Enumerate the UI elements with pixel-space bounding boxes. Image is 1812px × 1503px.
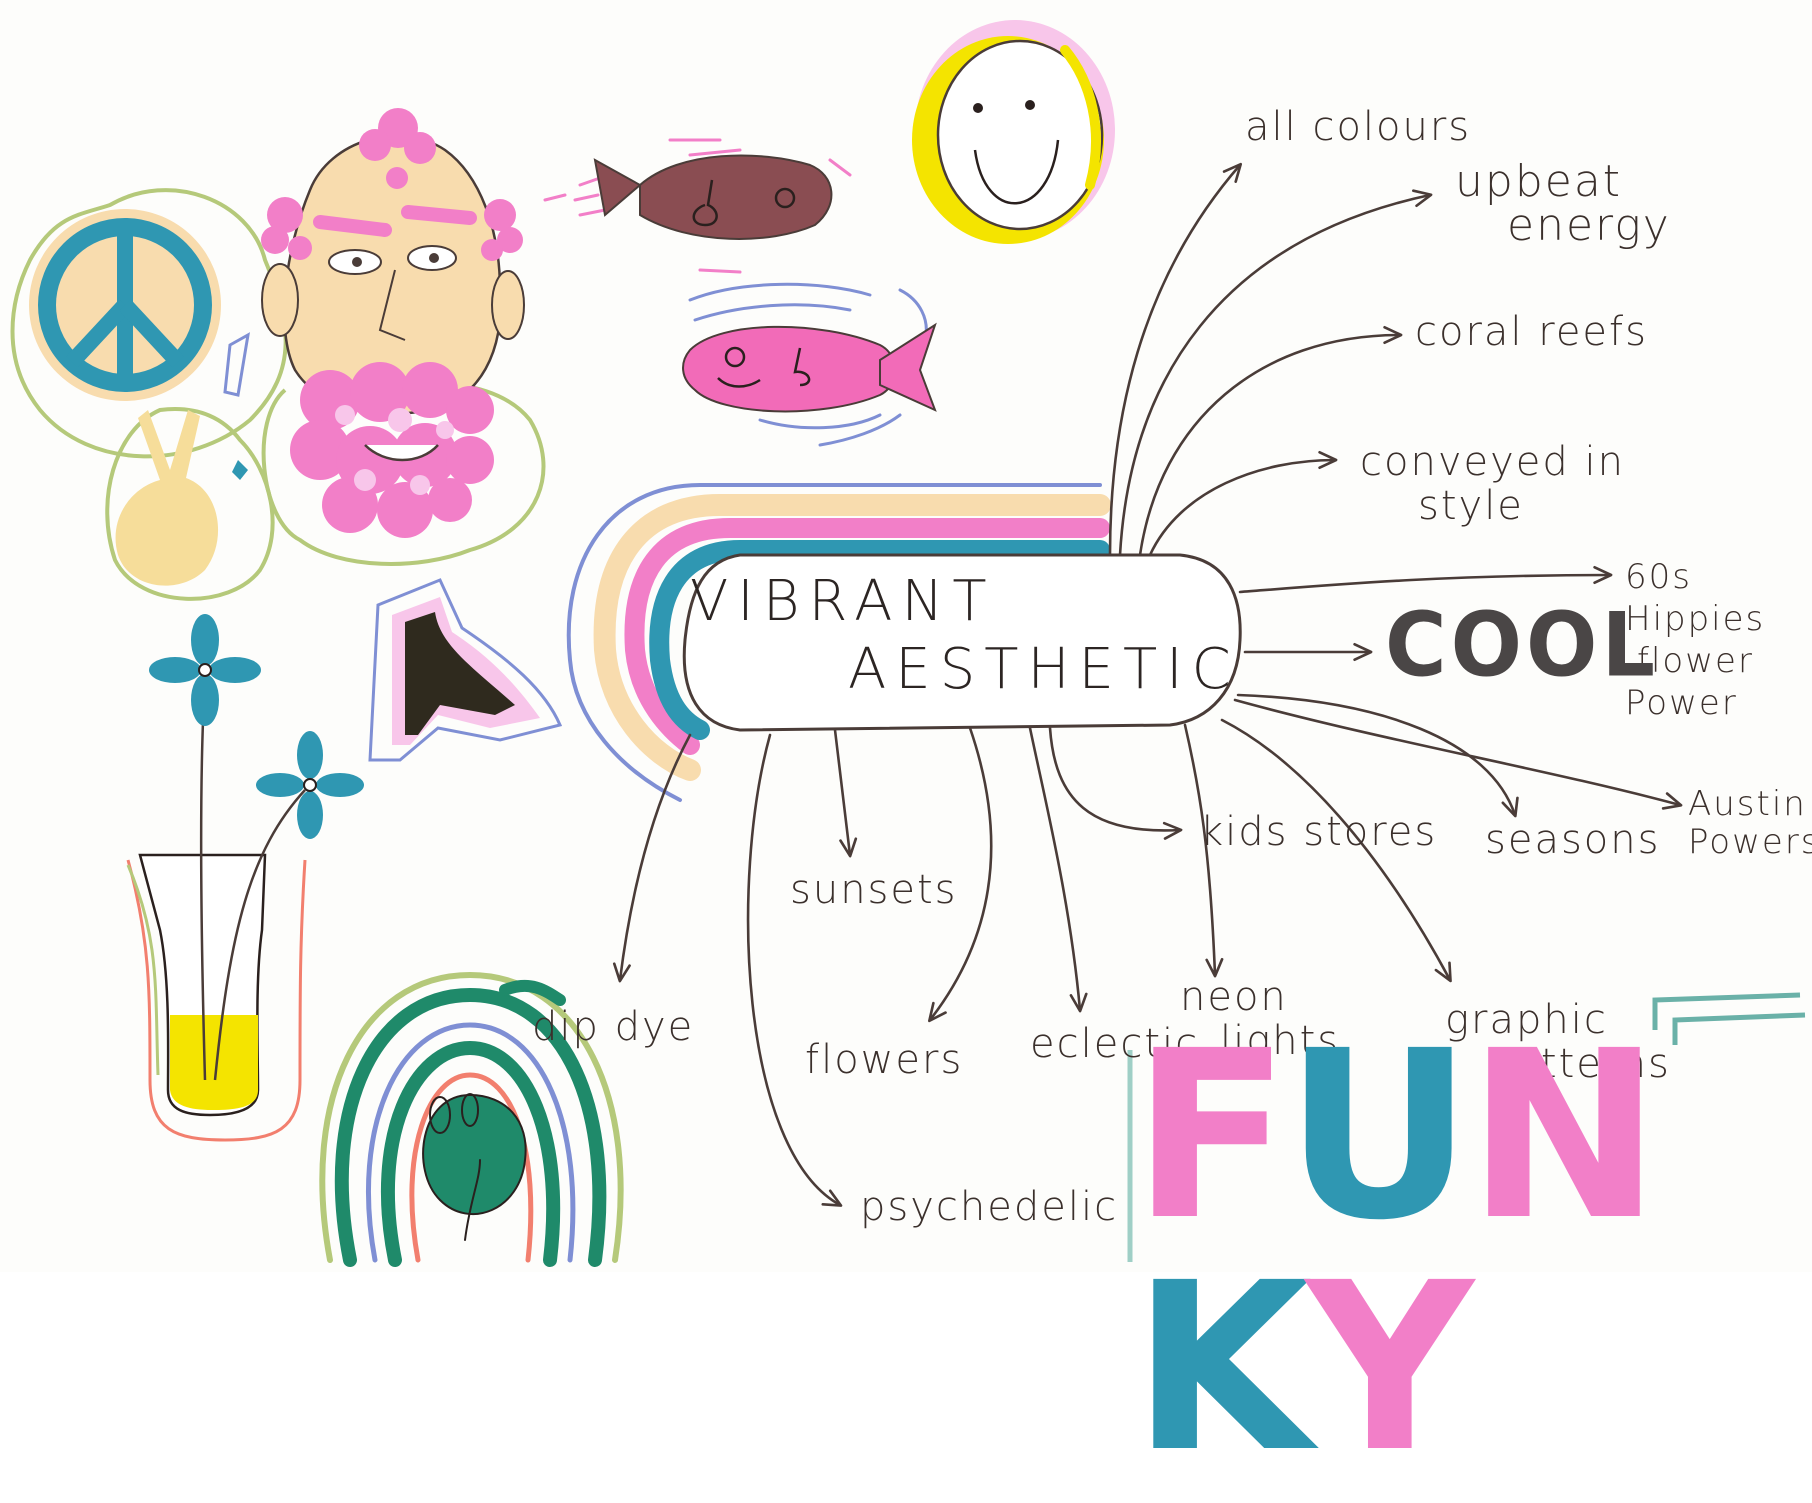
branch-neon-line-1: neon bbox=[1180, 974, 1288, 1020]
branch-eclectic: eclectic bbox=[1030, 1021, 1200, 1067]
flower-vase-icon bbox=[126, 614, 364, 1142]
connector-arrows bbox=[612, 162, 1683, 1207]
branch-upbeat-energy: upbeat energy bbox=[1455, 160, 1671, 248]
branch-upbeat-line-1: upbeat bbox=[1455, 156, 1623, 207]
branch-cool: COOL bbox=[1385, 593, 1659, 697]
funky-letter-y: Y bbox=[1305, 1233, 1474, 1503]
funky-backdrop-lines bbox=[1127, 992, 1806, 1262]
branch-austin-line-2: Powers bbox=[1688, 822, 1812, 862]
branch-psychedelic: psychedelic bbox=[860, 1184, 1119, 1230]
branch-60s-line-3: flower bbox=[1637, 641, 1754, 681]
branch-austin-line-1: Austin bbox=[1688, 784, 1807, 824]
branch-dip-dye: dip dye bbox=[532, 1004, 695, 1050]
brown-fish-icon bbox=[543, 138, 852, 274]
funky-letter-f: F bbox=[1132, 1001, 1291, 1271]
center-line-2: AESTHETIC bbox=[848, 637, 1240, 702]
smiley-face-icon bbox=[912, 20, 1115, 244]
branch-60s-line-4: Power bbox=[1625, 683, 1738, 723]
branch-60s-line-1: 60s bbox=[1625, 557, 1692, 597]
branch-seasons: seasons bbox=[1485, 817, 1661, 863]
branch-upbeat-line-2: energy bbox=[1507, 200, 1671, 251]
mind-map-canvas: VIBRANT AESTHETIC all colours upbeat ene… bbox=[10, 20, 1812, 1484]
peace-hand-icon bbox=[105, 332, 275, 601]
branch-conveyed-line-1: conveyed in bbox=[1360, 439, 1625, 485]
pink-fish-icon bbox=[682, 282, 937, 447]
branch-kids-stores: kids stores bbox=[1200, 809, 1438, 855]
branch-neon-lights: neon lights bbox=[1180, 975, 1340, 1063]
branch-graphic-line-1: graphic bbox=[1445, 997, 1608, 1043]
branch-sunsets: sunsets bbox=[790, 867, 958, 913]
psychedelic-arches-icon bbox=[319, 971, 624, 1267]
center-node-title: VIBRANT AESTHETIC bbox=[690, 568, 1240, 704]
branch-conveyed-in-style: conveyed in style bbox=[1360, 440, 1625, 528]
funky-letter-n: N bbox=[1466, 1001, 1661, 1271]
funky-word-art: FUNKY bbox=[1132, 1020, 1812, 1484]
branch-graphic-line-2: patterns bbox=[1487, 1041, 1671, 1087]
branch-neon-line-2: lights bbox=[1220, 1018, 1341, 1064]
branch-conveyed-line-2: style bbox=[1418, 483, 1524, 529]
branch-coral-reefs: coral reefs bbox=[1415, 309, 1648, 355]
branch-austin-powers: Austin Powers bbox=[1688, 785, 1812, 861]
branch-flowers: flowers bbox=[805, 1037, 964, 1083]
funky-letter-k: K bbox=[1132, 1233, 1312, 1503]
boot-icon bbox=[368, 578, 563, 762]
branch-60s-hippies: 60s Hippies flower Power bbox=[1625, 556, 1765, 724]
branch-all-colours: all colours bbox=[1245, 104, 1472, 150]
rainbow-arc-icon bbox=[566, 483, 1111, 802]
bearded-face-icon bbox=[261, 108, 546, 566]
funky-letter-u: U bbox=[1284, 1001, 1472, 1271]
center-line-1: VIBRANT bbox=[690, 569, 996, 634]
center-node-outline bbox=[682, 553, 1242, 732]
branch-graphic-patterns: graphic patterns bbox=[1445, 998, 1671, 1086]
branch-60s-line-2: Hippies bbox=[1625, 599, 1766, 639]
drawing-layer bbox=[10, 20, 1806, 1267]
peace-sign-icon bbox=[10, 188, 288, 459]
